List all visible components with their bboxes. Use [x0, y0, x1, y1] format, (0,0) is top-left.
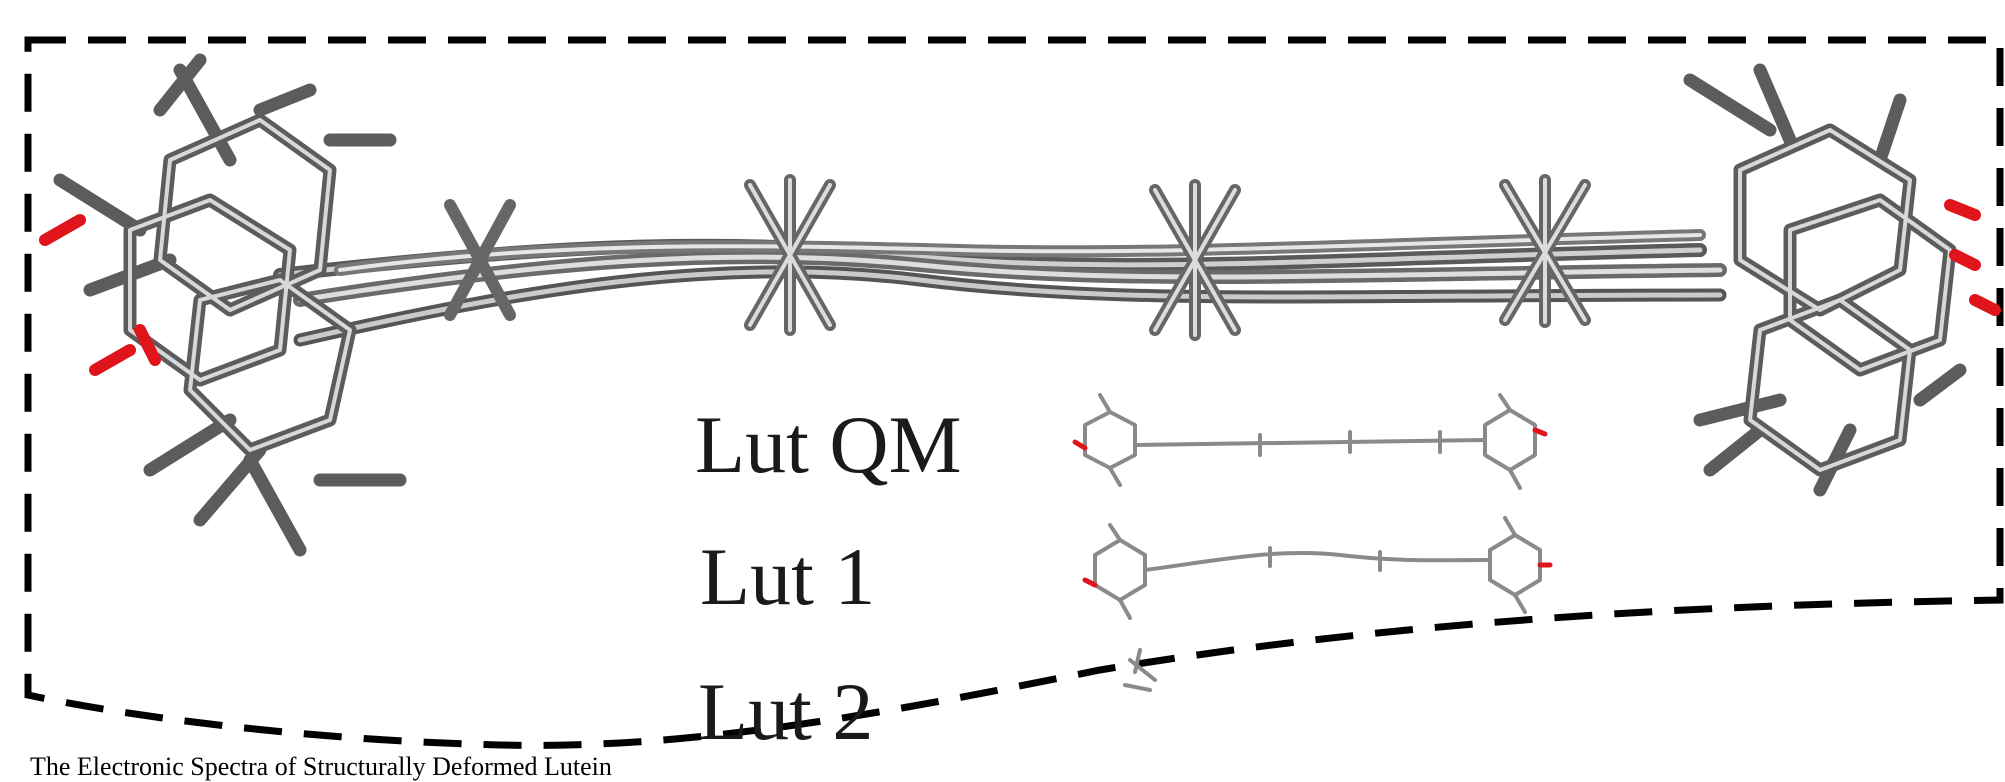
dashed-frame: [24, 36, 2004, 749]
lut-qm-structure: [1083, 393, 1537, 490]
right-oxygen-atoms: [1944, 199, 2001, 316]
label-lut-qm: Lut QM: [695, 399, 962, 490]
polyene-chain: [273, 229, 1727, 347]
label-lut-1: Lut 1: [700, 531, 876, 622]
label-lut-2: Lut 2: [698, 666, 874, 757]
lut-2-structure: [1123, 648, 1157, 692]
left-oxygen-atoms: [39, 214, 161, 376]
figure-caption: The Electronic Spectra of Structurally D…: [30, 752, 612, 781]
lut-1-structure: [1093, 516, 1542, 620]
